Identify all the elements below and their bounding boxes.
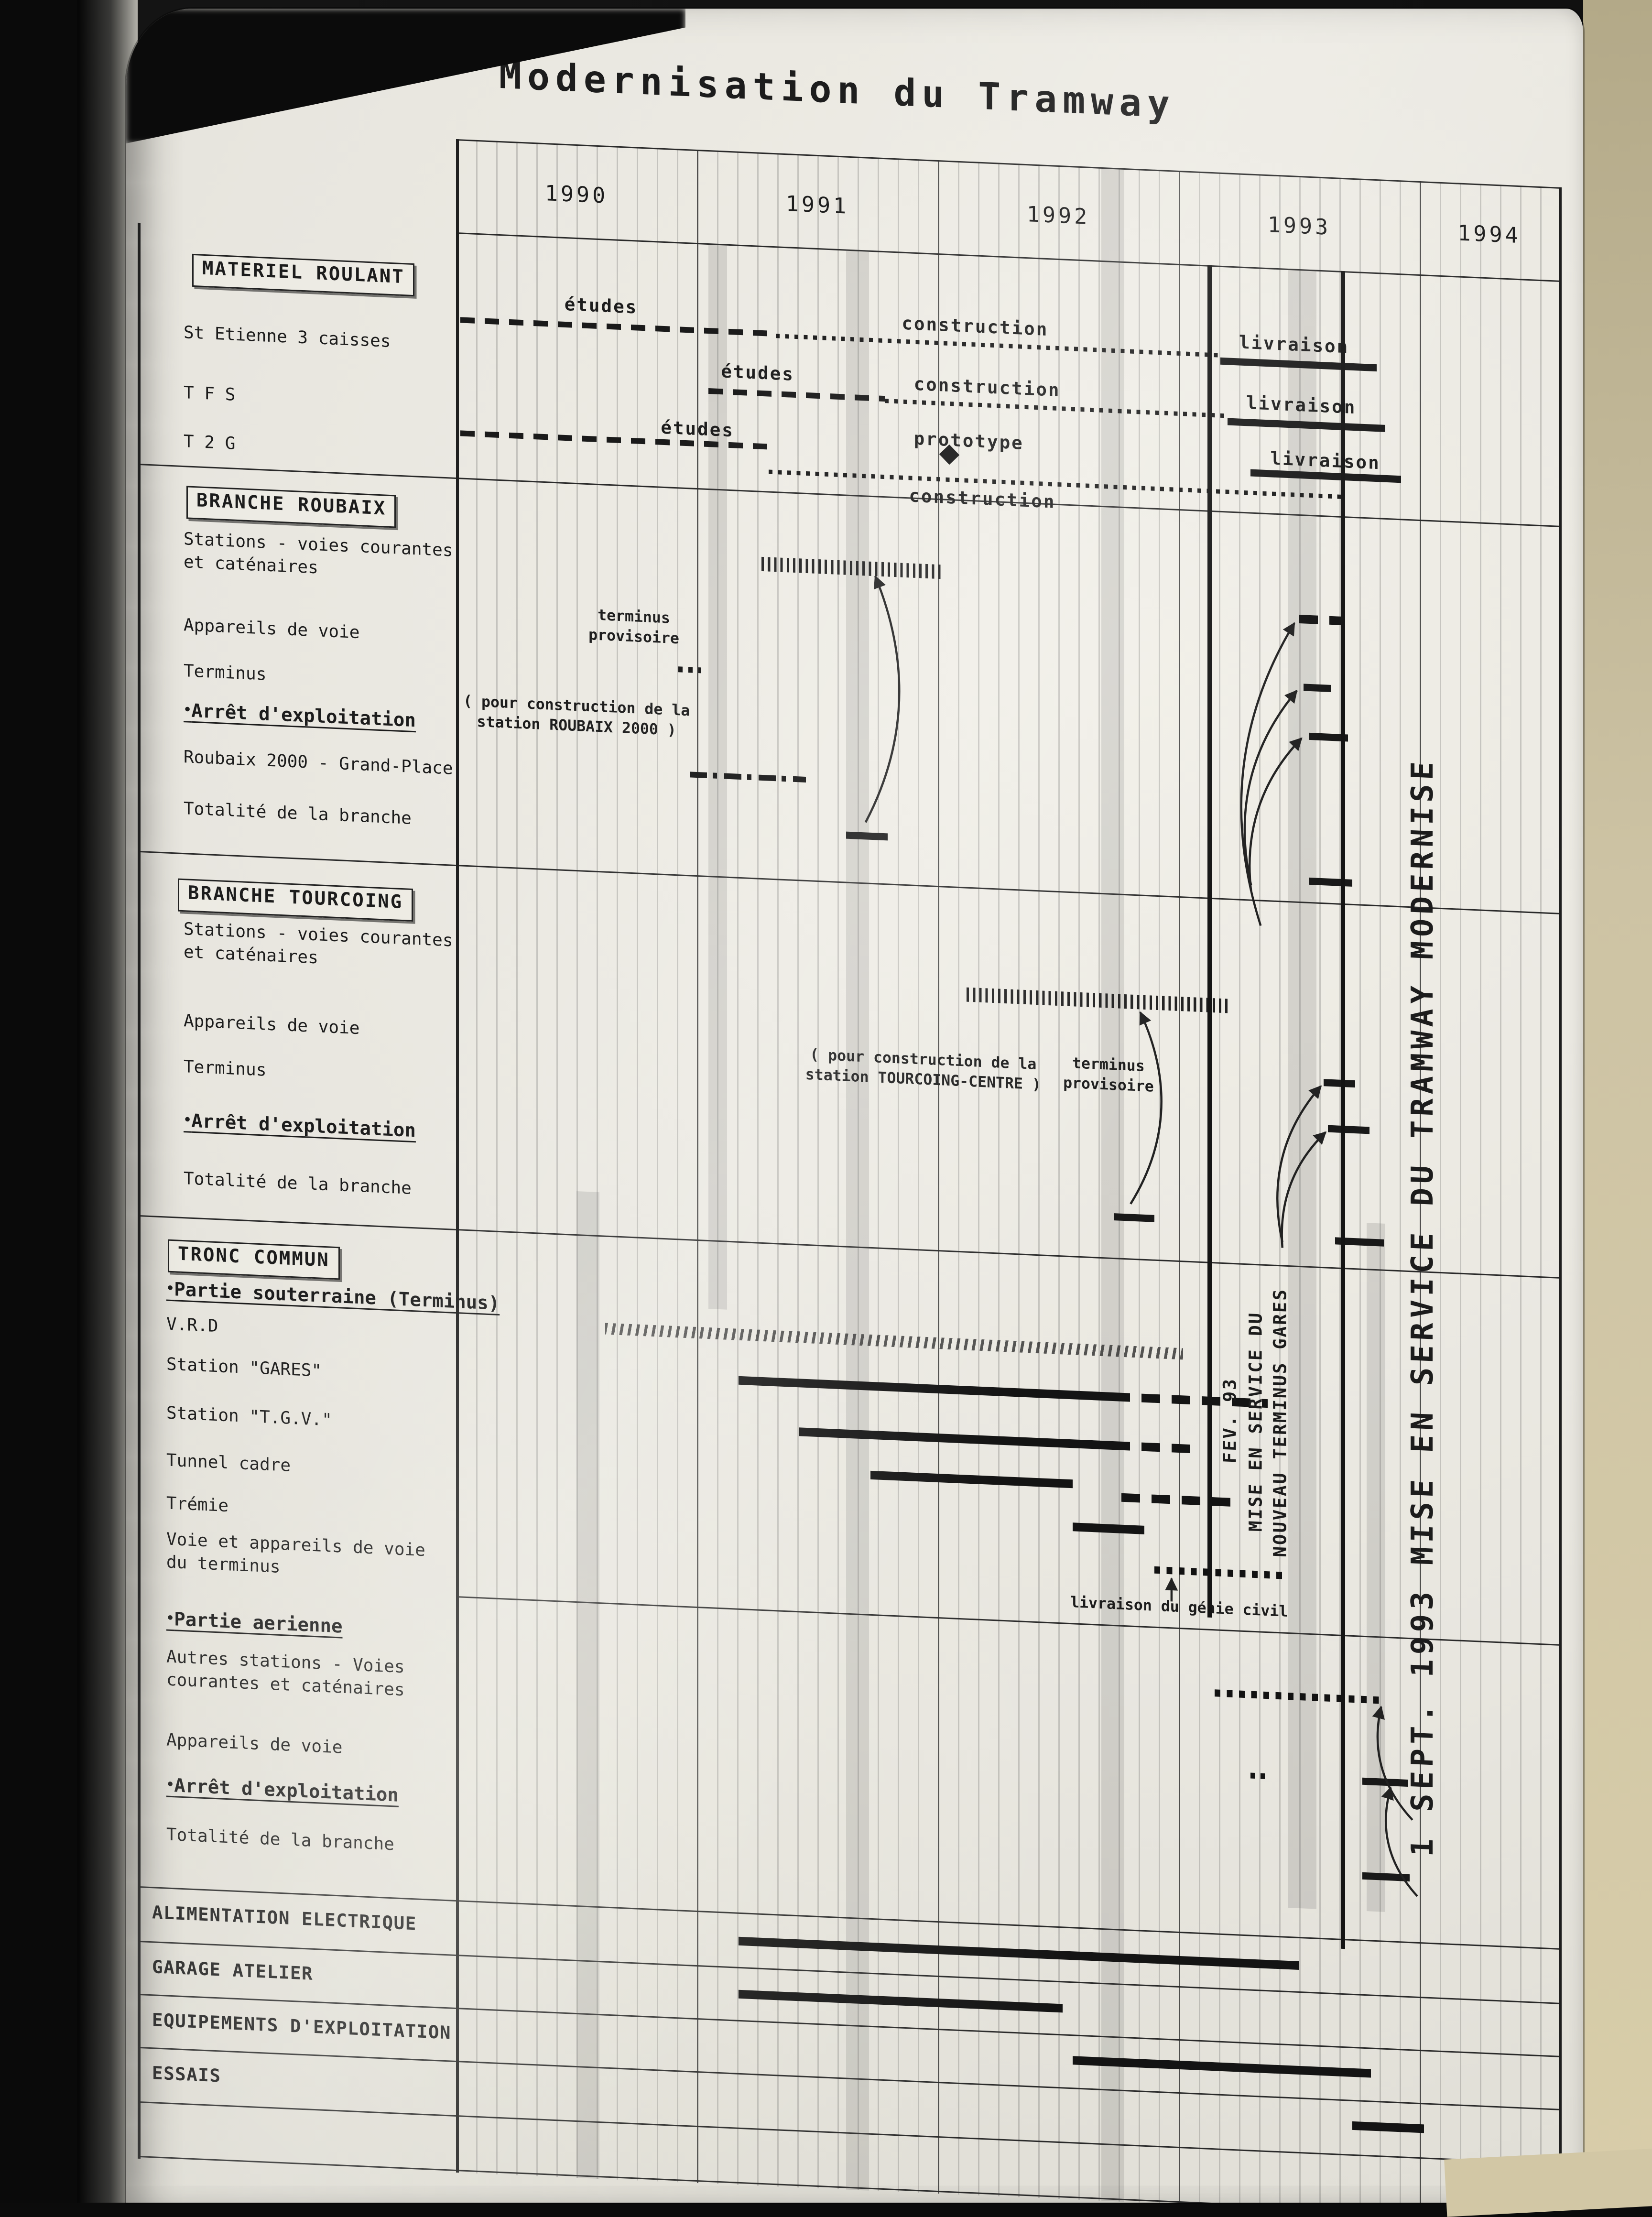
year-tick-label: 1990	[544, 180, 609, 209]
milestone-label: FEV. 93 MISE EN SERVICE DU NOUVEAU TERMI…	[1218, 1287, 1291, 1558]
row-label: Appareils de voie	[184, 615, 360, 643]
row-label: Appareils de voie	[184, 1011, 360, 1039]
row-label: Terminus	[184, 1056, 267, 1080]
table-surface-corner	[1444, 2148, 1652, 2217]
chart-title: Modernisation du Tramway	[499, 54, 1176, 128]
year-tick-label: 1993	[1267, 212, 1331, 240]
shaded-band	[846, 249, 869, 2191]
gantt-bar	[677, 666, 702, 674]
row-label: Roubaix 2000 - Grand-Place	[184, 747, 453, 779]
annotation: terminus provisoire	[1063, 1055, 1154, 1096]
row-label: St Etienne 3 caisses	[184, 322, 391, 352]
year-tick-label: 1991	[785, 191, 849, 219]
row-label: Station "T.G.V."	[166, 1402, 332, 1430]
row-label: EQUIPEMENTS D'EXPLOITATION	[152, 2009, 452, 2043]
row-label: Partie souterraine (Terminus)	[166, 1280, 500, 1318]
row-label: Voie et appareils de voie du terminus	[166, 1529, 425, 1576]
row-label: ESSAIS	[152, 2062, 221, 2087]
section-heading: BRANCHE TOURCOING	[178, 878, 413, 922]
gantt-bar	[1304, 684, 1331, 692]
row-label: GARAGE ATELIER	[152, 1956, 314, 1984]
table-surface	[1583, 0, 1652, 2203]
year-gridline	[1179, 170, 1181, 2203]
shaded-band	[1101, 167, 1125, 2202]
bar-label: études	[661, 416, 734, 441]
shaded-band	[1367, 1223, 1386, 1912]
year-gridline	[697, 149, 699, 2184]
gantt-bar	[1251, 1772, 1271, 1780]
row-label: V.R.D	[166, 1314, 218, 1337]
row-label: Terminus	[184, 661, 267, 685]
section-heading: TRONC COMMUN	[168, 1239, 340, 1280]
row-label: Stations - voies courantes et caténaires	[184, 919, 453, 967]
row-label: Arrêt d'exploitation	[184, 1111, 416, 1145]
milestone-line	[1340, 271, 1345, 1949]
annotation: terminus provisoire	[588, 607, 679, 648]
row-label: Partie aerienne	[166, 1609, 342, 1641]
chart-left-border	[138, 222, 141, 2159]
row-label: Autres stations - Voies courantes et cat…	[166, 1646, 405, 1700]
year-tick-label: 1994	[1457, 220, 1521, 249]
milestone-label: 1 SEPT. 1993 MISE EN SERVICE DU TRAMWAY …	[1404, 756, 1439, 1858]
gantt-chart: Modernisation du Tramway 1990 1991 1992 199…	[138, 40, 1583, 2203]
section-heading: MATERIEL ROULANT	[192, 253, 415, 296]
row-label: Totalité de la branche	[184, 798, 412, 828]
shaded-band	[576, 1191, 599, 2179]
row-label: Trémie	[166, 1493, 229, 1516]
row-label: Stations - voies courantes et caténaires	[184, 529, 453, 577]
row-label: Totalité de la branche	[166, 1824, 394, 1855]
year-tick-label: 1992	[1026, 201, 1090, 230]
row-label: Station "GARES"	[166, 1354, 322, 1381]
row-label: T F S	[184, 382, 236, 405]
milestone-line	[1207, 265, 1212, 1618]
row-label: Arrêt d'exploitation	[166, 1776, 399, 1810]
row-label: T 2 G	[184, 431, 236, 454]
section-heading: BRANCHE ROUBAIX	[186, 486, 397, 528]
shaded-band	[1287, 268, 1316, 1909]
row-label: ALIMENTATION ELECTRIQUE	[152, 1901, 417, 1934]
bar-label: études	[721, 360, 794, 385]
row-label: Arrêt d'exploitation	[184, 701, 416, 735]
row-label: Appareils de voie	[166, 1729, 343, 1758]
bar-label: études	[564, 293, 638, 318]
year-gridline	[938, 160, 940, 2194]
gantt-bar	[1323, 1079, 1355, 1087]
chart-right-border	[1559, 187, 1562, 2203]
label-column-border	[456, 139, 459, 2173]
document-page: Modernisation du Tramway 1990 1991 1992 199…	[126, 9, 1583, 2203]
row-label: Totalité de la branche	[184, 1168, 412, 1198]
row-label: Tunnel cadre	[166, 1450, 291, 1476]
